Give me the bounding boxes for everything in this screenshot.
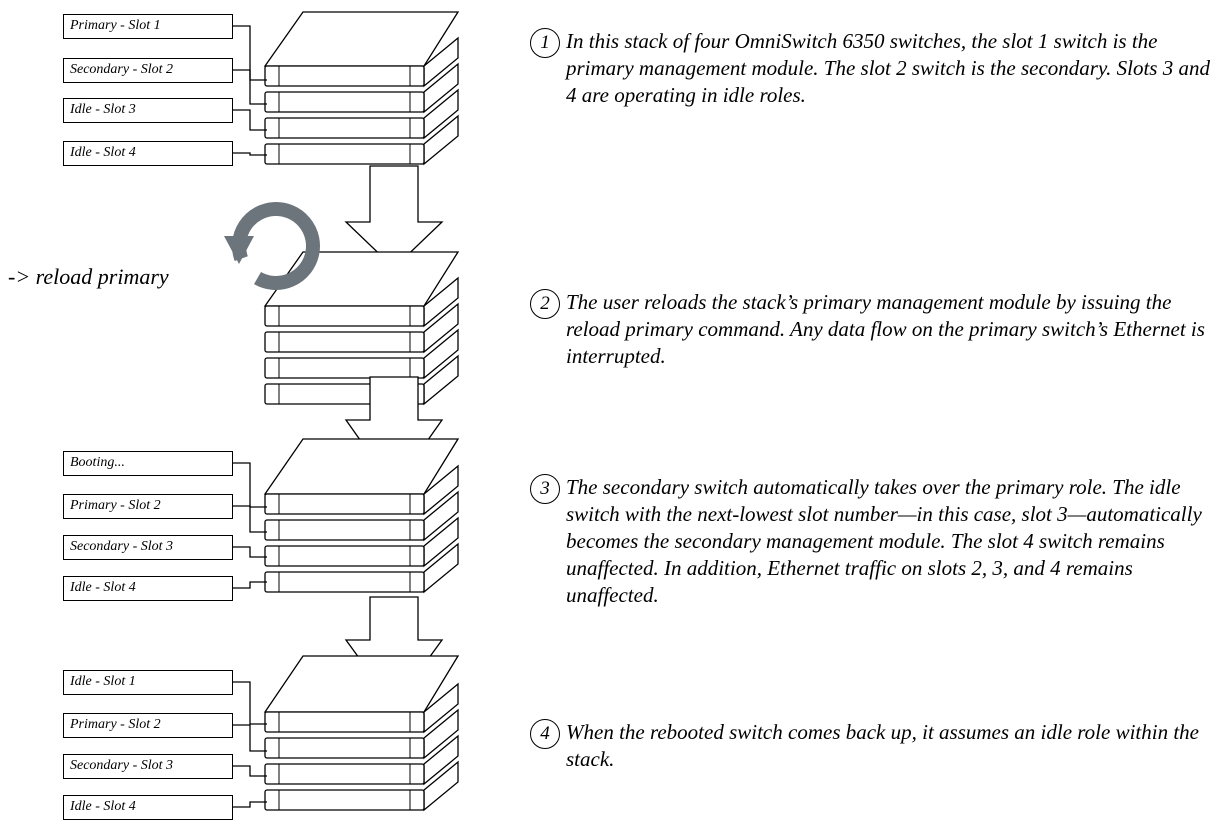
step-1: 1 In this stack of four OmniSwitch 6350 …: [530, 28, 1220, 109]
label-connector: [233, 765, 267, 777]
step-number: 1: [530, 28, 560, 58]
step-3: 3 The secondary switch automatically tak…: [530, 474, 1220, 609]
label-connector: [233, 152, 267, 156]
slot-label: Primary - Slot 2: [63, 713, 233, 738]
slot-label: Secondary - Slot 3: [63, 754, 233, 779]
slot-label: Primary - Slot 1: [63, 14, 233, 39]
label-connector: [233, 505, 267, 533]
reload-command: -> reload primary: [8, 264, 169, 289]
switch-front: [264, 143, 425, 165]
switch-front: [264, 711, 425, 733]
slot-label: Idle - Slot 4: [63, 576, 233, 601]
switch-front: [264, 65, 425, 87]
label-connector: [233, 546, 267, 558]
label-connector: [233, 724, 267, 752]
switch-front: [264, 545, 425, 567]
switch-front: [264, 571, 425, 593]
step-text: The user reloads the stack’s primary man…: [566, 290, 1205, 368]
label-connector: [233, 681, 267, 725]
step-text: When the rebooted switch comes back up, …: [566, 720, 1200, 771]
slot-label: Secondary - Slot 3: [63, 535, 233, 560]
slot-label: Idle - Slot 1: [63, 670, 233, 695]
slot-label: Booting...: [63, 451, 233, 476]
reload-arrowhead-icon: [224, 236, 254, 264]
switch-top-face: [263, 438, 460, 495]
label-connector: [233, 462, 267, 508]
label-connector: [233, 25, 267, 81]
slot-label: Idle - Slot 4: [63, 141, 233, 166]
step-text: The secondary switch automatically takes…: [566, 475, 1202, 607]
label-connector: [233, 69, 267, 105]
switch-front: [264, 331, 425, 353]
step-number: 2: [530, 289, 560, 319]
switch-front: [264, 789, 425, 811]
switch-front: [264, 357, 425, 379]
switch-top-face: [263, 655, 460, 713]
slot-label: Idle - Slot 4: [63, 795, 233, 820]
step-text: In this stack of four OmniSwitch 6350 sw…: [566, 29, 1210, 107]
slot-label: Primary - Slot 2: [63, 494, 233, 519]
label-connector: [233, 581, 267, 589]
switch-front: [264, 737, 425, 759]
step-4: 4 When the rebooted switch comes back up…: [530, 719, 1220, 773]
switch-top-face: [263, 11, 460, 67]
switch-front: [264, 305, 425, 327]
slot-label: Idle - Slot 3: [63, 98, 233, 123]
label-connector: [233, 109, 267, 131]
switch-front: [264, 117, 425, 139]
slot-label: Secondary - Slot 2: [63, 58, 233, 83]
step-number: 3: [530, 474, 560, 504]
step-number: 4: [530, 719, 560, 749]
switch-front: [264, 519, 425, 541]
down-arrow-icon: [344, 165, 444, 269]
switch-front: [264, 91, 425, 113]
switch-front: [264, 493, 425, 515]
step-2: 2 The user reloads the stack’s primary m…: [530, 289, 1220, 370]
reload-icon: [232, 202, 320, 290]
switch-front: [264, 763, 425, 785]
label-connector: [233, 801, 267, 808]
